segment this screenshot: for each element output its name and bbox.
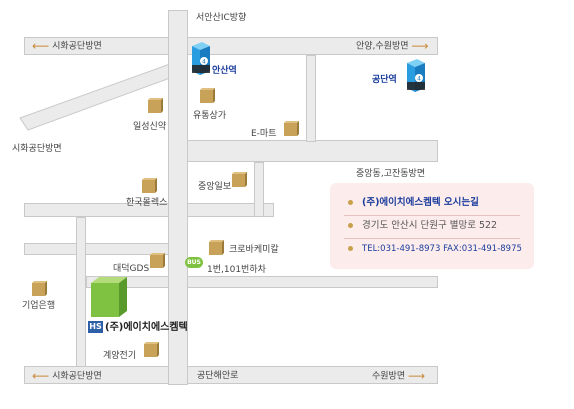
road-top-right-label: 안양,수원방면 [356, 41, 409, 52]
building-box-icon [232, 172, 247, 187]
building-box-icon [200, 88, 215, 103]
info-contact-row: TEL:031-491-8973 FAX:031-491-8975 [344, 239, 522, 261]
info-address-row: 경기도 안산시 단원구 별망로 522 [344, 216, 520, 239]
road-top [24, 37, 438, 55]
road-hanguk [24, 203, 274, 217]
station-ansan-label: 안산역 [212, 66, 237, 76]
building-box-icon [142, 178, 157, 193]
road-left-vertical [76, 217, 86, 367]
building-box-icon [144, 342, 159, 357]
bus-stop-note: 1번,101번하차 [207, 265, 266, 275]
label-right-mid: 중앙동,고잔동방면 [356, 169, 426, 179]
directions-info-box: (주)에이치에스켐텍 오시는길 경기도 안산시 단원구 별망로 522 TEL:… [330, 183, 534, 269]
road-bottom-left-direction: ⟵ 시화공단방면 [32, 370, 102, 383]
landmark-yutong: 유통상가 [193, 111, 227, 121]
road-jungang-vertical [254, 162, 264, 217]
road-top-right-direction: 안양,수원방면 ⟶ [356, 40, 429, 53]
landmark-emart: E-마트 [251, 129, 277, 139]
info-title-row: (주)에이치에스켐텍 오시는길 [344, 193, 520, 216]
company-building-icon [89, 275, 129, 319]
landmark-ilseong: 일성신약 [133, 122, 167, 132]
building-box-icon [32, 281, 47, 296]
label-bottom-mid: 공단해안로 [197, 371, 239, 381]
info-address: 경기도 안산시 단원구 별망로 522 [362, 220, 498, 231]
landmark-korba: 크로바케미칼 [229, 245, 279, 255]
landmark-giup: 기업은행 [22, 301, 56, 311]
arrow-left-icon: ⟵ [32, 369, 50, 383]
road-bottom-right-direction: 수원방면 ⟶ [372, 370, 425, 383]
svg-text:4: 4 [417, 76, 421, 83]
label-left-mid: 시화공단방면 [12, 144, 62, 154]
station-gongdan-label: 공단역 [372, 75, 397, 85]
road-top-left-direction: ⟵ 시화공단방면 [32, 40, 102, 53]
building-box-icon [148, 98, 163, 113]
bus-stop-badge: BUS [185, 257, 203, 268]
building-box-icon [150, 253, 165, 268]
company-logo: HS(주)에이치에스켐텍 [88, 318, 188, 333]
subway-station-icon: 4 [405, 58, 427, 94]
landmark-gyeyang: 계양전기 [103, 351, 137, 361]
landmark-daeduk: 대덕GDS [113, 264, 150, 274]
arrow-left-icon: ⟵ [32, 39, 50, 53]
info-contact: TEL:031-491-8973 FAX:031-491-8975 [362, 244, 522, 254]
landmark-hanguk: 한국몰렉스 [126, 198, 168, 208]
company-name: (주)에이치에스켐텍 [105, 322, 188, 333]
arrow-right-icon: ⟶ [408, 369, 426, 383]
svg-text:4: 4 [202, 59, 206, 66]
subway-station-icon: 4 [190, 41, 212, 77]
bullet-icon [348, 246, 353, 251]
road-mid [186, 140, 438, 162]
road-right-vertical [306, 55, 316, 142]
label-north-direction: 서안산IC방향 [196, 13, 247, 23]
road-bottom [24, 366, 438, 384]
info-title: (주)에이치에스켐텍 오시는길 [362, 197, 479, 208]
bullet-icon [348, 200, 353, 205]
road-korba [86, 276, 438, 288]
bullet-icon [348, 223, 353, 228]
road-bottom-left-label: 시화공단방면 [52, 371, 102, 382]
road-bottom-right-label: 수원방면 [372, 371, 406, 382]
arrow-right-icon: ⟶ [411, 39, 429, 53]
company-logo-icon: HS [88, 321, 103, 333]
building-box-icon [284, 121, 299, 136]
road-main-vertical [168, 10, 188, 385]
building-box-icon [209, 240, 224, 255]
landmark-jungang: 중앙일보 [198, 182, 232, 192]
road-top-left-label: 시화공단방면 [52, 41, 102, 52]
